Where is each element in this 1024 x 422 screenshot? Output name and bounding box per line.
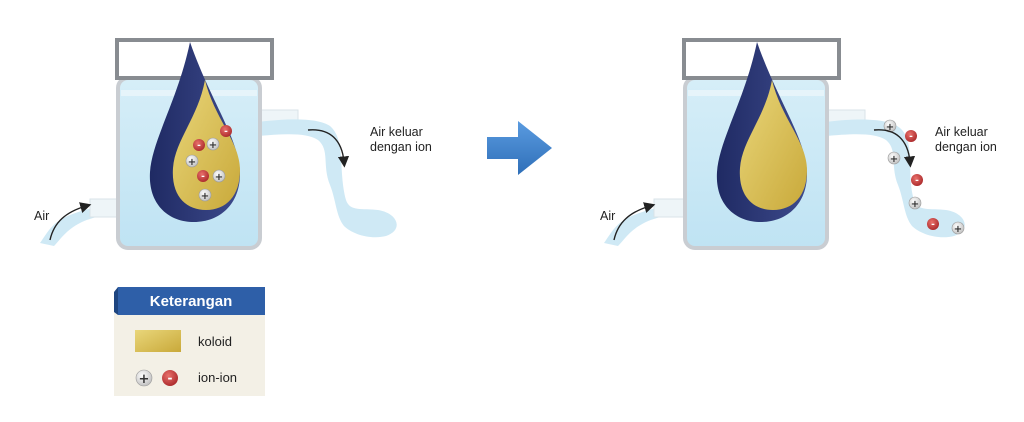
- legend-body: [114, 312, 265, 396]
- pos-ion: +: [185, 154, 199, 168]
- right-inlet-pipe: [653, 198, 687, 218]
- svg-text:-: -: [909, 132, 913, 142]
- right-outlet-stream: [825, 119, 965, 238]
- svg-text:+: +: [188, 157, 196, 168]
- svg-text:+: +: [911, 199, 919, 210]
- neg-ion: -: [927, 218, 939, 230]
- legend-colloid-swatch: [135, 330, 181, 352]
- left-outlet-arrow: [307, 129, 350, 168]
- left-inlet-arrow: [49, 202, 92, 241]
- left-inlet-label: Air: [34, 209, 49, 223]
- svg-text:-: -: [201, 172, 205, 182]
- neg-ion: -: [193, 139, 205, 151]
- left-outlet-stream: [258, 119, 397, 238]
- right-ions: + - + - + - +: [883, 119, 965, 235]
- legend-neg-ion-icon: -: [162, 370, 178, 386]
- neg-ion: -: [220, 125, 232, 137]
- neg-ion: -: [911, 174, 923, 186]
- pos-ion: +: [887, 151, 901, 165]
- svg-text:-: -: [224, 127, 228, 137]
- svg-text:-: -: [197, 141, 201, 151]
- legend-pos-ion-icon: +: [135, 369, 153, 387]
- neg-ion: -: [905, 130, 917, 142]
- right-colloid-drop: [739, 80, 807, 210]
- legend-header-fold: [114, 287, 118, 315]
- svg-text:+: +: [201, 191, 209, 202]
- left-setup: - - + + - + + Air Air keluar dengan ion: [34, 38, 432, 250]
- svg-text:+: +: [215, 172, 223, 183]
- legend-colloid-label: koloid: [198, 334, 232, 349]
- pos-ion: +: [212, 169, 226, 183]
- pos-ion: +: [198, 188, 212, 202]
- left-ions: - - + + - + +: [185, 125, 232, 202]
- pos-ion: +: [908, 196, 922, 210]
- svg-text:-: -: [931, 220, 935, 230]
- neg-ion: -: [197, 170, 209, 182]
- legend-ion-label: ion-ion: [198, 370, 237, 385]
- process-arrow-icon: [487, 121, 552, 175]
- right-outlet-arrow: [873, 129, 916, 168]
- svg-text:+: +: [886, 122, 894, 133]
- svg-text:+: +: [139, 372, 150, 387]
- right-setup: + - + - + - + Air Air keluar dengan ion: [600, 38, 997, 250]
- svg-text:+: +: [954, 224, 962, 235]
- svg-text:+: +: [890, 154, 898, 165]
- pos-ion: +: [206, 137, 220, 151]
- legend-title: Keterangan: [150, 293, 233, 310]
- svg-text:-: -: [915, 176, 919, 186]
- svg-text:-: -: [168, 371, 173, 385]
- right-inlet-label: Air: [600, 209, 615, 223]
- right-inlet-arrow: [613, 202, 656, 241]
- pos-ion: +: [951, 221, 965, 235]
- left-outlet-label-2: dengan ion: [370, 140, 432, 154]
- legend-box: Keterangan koloid + - ion-ion: [114, 287, 265, 396]
- legend-header: [118, 287, 265, 315]
- svg-text:+: +: [209, 140, 217, 151]
- left-outlet-label-1: Air keluar: [370, 125, 423, 139]
- right-outlet-label-1: Air keluar: [935, 125, 988, 139]
- right-outlet-label-2: dengan ion: [935, 140, 997, 154]
